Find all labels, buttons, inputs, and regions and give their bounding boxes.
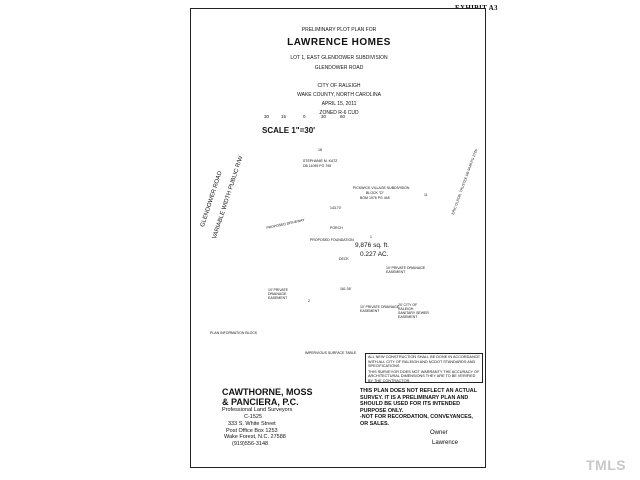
scale-tick: 30 <box>321 114 327 119</box>
city: CITY OF RALEIGH <box>317 83 361 89</box>
subdivision-name: PICKWICK VILLAGE SUBDIVISION <box>353 186 410 190</box>
scale-tick: 30 <box>264 114 270 119</box>
disclaimer: THIS PLAN DOES NOT REFLECT AN ACTUAL SUR… <box>360 388 480 427</box>
disclaimer-main: THIS PLAN DOES NOT REFLECT AN ACTUAL SUR… <box>360 388 477 414</box>
scale-tick: 15 <box>281 114 287 119</box>
firm-line-2: & PANCIERA, P.C. <box>222 397 299 407</box>
lot-number: 1 <box>370 235 372 239</box>
firm-profession: Professional Land Surveyors <box>222 407 293 413</box>
bearing-bottom: 161.05' <box>340 287 352 291</box>
porch-label: PORCH <box>330 226 343 230</box>
neighbor-deed: DB 11095 PG 795 <box>303 164 332 168</box>
lot-number: 11 <box>424 193 428 197</box>
warranty-note: THIS SURVEYOR DOES NOT WARRANTY THE ACCU… <box>368 369 480 383</box>
bearing-top: 143.70' <box>330 206 342 210</box>
impervious-title: IMPERVIOUS SURFACE TABLE <box>305 351 357 355</box>
notes-box: ALL NEW CONSTRUCTION SHALL BE DONE IN AC… <box>365 353 483 383</box>
disclaimer-recordation: -NOT FOR RECORDATION, CONVEYANCES, OR SA… <box>360 414 473 427</box>
client-name: LAWRENCE HOMES <box>287 37 391 48</box>
scale-tick: 60 <box>340 114 346 119</box>
construction-note: ALL NEW CONSTRUCTION SHALL BE DONE IN AC… <box>368 355 480 369</box>
foundation-label: PROPOSED FOUNDATION <box>310 238 354 242</box>
easement-left: 10' PRIVATE DRAINAGE EASEMENT <box>268 288 288 300</box>
easement-bottom: 10' PRIVATE DRAINAGE EASEMENT <box>360 305 400 313</box>
subdivision-book: BOM 1976 PG 448 <box>360 196 390 200</box>
county: WAKE COUNTY, NORTH CAROLINA <box>297 92 381 98</box>
surveyor-firm: CAWTHORNE, MOSS & PANCIERA, P.C. Profess… <box>222 387 313 447</box>
plot-plan-sheet: PRELIMINARY PLOT PLAN FOR LAWRENCE HOMES… <box>190 8 486 468</box>
scale-label: SCALE 1"=30' <box>262 126 316 135</box>
zoning: ZONED R-6 CUD <box>319 110 359 116</box>
deck-label: DECK <box>339 257 349 261</box>
easement-right: 10' PRIVATE DRAINAGE EASEMENT <box>386 266 426 274</box>
firm-phone: (919)556-3148 <box>232 440 269 447</box>
firm-city: Wake Forest, N.C. 27588 <box>224 434 286 440</box>
firm-line-1: CAWTHORNE, MOSS <box>222 387 313 397</box>
lot-description: LOT 1, EAST GLENDOWER SUBDIVISION <box>290 55 388 61</box>
plan-info-title: PLAN INFORMATION BLOCK <box>210 331 258 335</box>
lot-number: 2 <box>308 299 310 303</box>
subdivision-block: BLOCK "D" <box>366 191 384 195</box>
firm-license: C-1525 <box>244 414 263 420</box>
road-title: GLENDOWER ROAD <box>314 65 364 71</box>
doc-type: PRELIMINARY PLOT PLAN FOR <box>301 27 377 33</box>
firm-street: 333 S. White Street <box>228 421 276 427</box>
owner-name: Lawrence <box>432 440 459 446</box>
sewer-easement: 20' CITY OF RALEIGH SANITARY SEWER EASEM… <box>398 303 429 319</box>
lot-number: 18 <box>318 148 322 152</box>
plan-date: APRIL 15, 2011 <box>321 101 357 107</box>
scale-tick: 0 <box>303 114 306 119</box>
lot-area-acres: 0.227 AC. <box>360 251 389 258</box>
lot-area-sqft: 9,876 sq. ft. <box>355 242 389 249</box>
neighbor-owner: STEPHANIE M. KATZ <box>303 159 338 163</box>
owner-label: Owner <box>430 430 448 436</box>
watermark: TMLS <box>586 457 627 473</box>
firm-po-box: Post Office Box 1253 <box>226 427 278 434</box>
